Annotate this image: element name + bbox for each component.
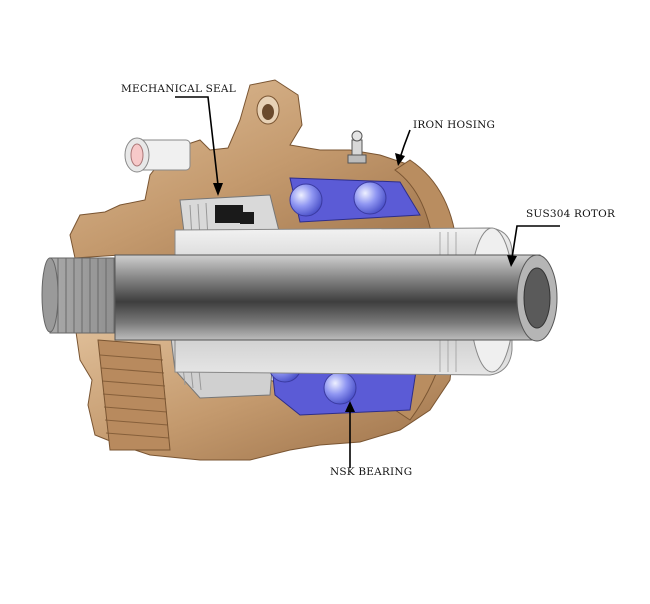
leader-lines (175, 96, 560, 468)
sus304-rotor (114, 254, 558, 342)
mechanical-seal (179, 194, 281, 241)
label-rotor: SUS304 ROTOR (526, 208, 616, 220)
leader-arrowheads (213, 153, 517, 412)
grease-nipple-icon (347, 130, 367, 164)
label-bearing: NSK BEARING (330, 466, 413, 478)
side-bolt-icon (124, 137, 191, 173)
label-iron-housing: IRON HOSING (413, 119, 496, 131)
upper-bearing (289, 177, 421, 223)
label-mechanical-seal: MECHANICAL SEAL (121, 83, 236, 95)
